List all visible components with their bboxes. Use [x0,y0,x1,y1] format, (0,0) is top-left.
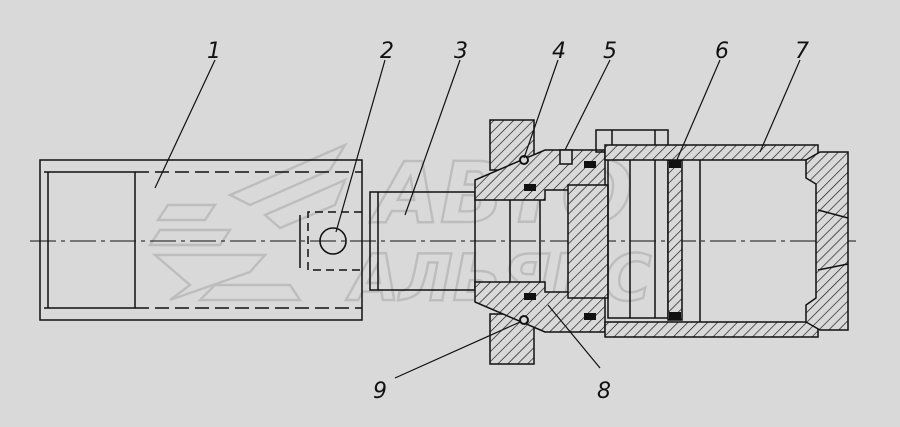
part-1-housing [39,159,363,321]
callout-5: 5 [603,39,617,64]
o-rings [519,155,529,325]
part-8-piston [567,184,609,299]
leader-7 [759,59,801,153]
seal-piston-upper [584,161,596,168]
watermark-emblem [147,142,348,302]
leader-4 [523,59,559,159]
leader-9 [394,321,521,379]
callout-8: 8 [597,379,611,404]
part-2-pin [319,227,347,255]
callout-4: 4 [552,39,566,64]
callout-3: 3 [454,39,468,64]
part-7-barrel [604,144,849,338]
callout-6: 6 [715,39,729,64]
o-ring-9 [519,315,529,325]
seal-6-upper [669,160,681,168]
leader-6 [675,59,721,163]
leader-5 [564,59,611,151]
part-3-rod [369,191,476,291]
callout-2: 2 [380,39,394,64]
seal-rod-upper [524,184,536,191]
seals [524,160,681,320]
leader-2 [335,59,386,233]
seal-rod-lower [524,293,536,300]
leader-lines [154,59,801,379]
callout-9: 9 [373,379,387,404]
callout-7: 7 [795,39,809,64]
seal-piston-lower [584,313,596,320]
leader-1 [154,59,216,189]
leader-8 [547,304,601,369]
callout-1: 1 [207,39,221,64]
leader-3 [404,59,461,216]
callout-labels: 1 2 3 4 5 6 7 8 9 [207,39,809,404]
seal-6-lower [669,312,681,320]
o-ring-upper [519,155,529,165]
